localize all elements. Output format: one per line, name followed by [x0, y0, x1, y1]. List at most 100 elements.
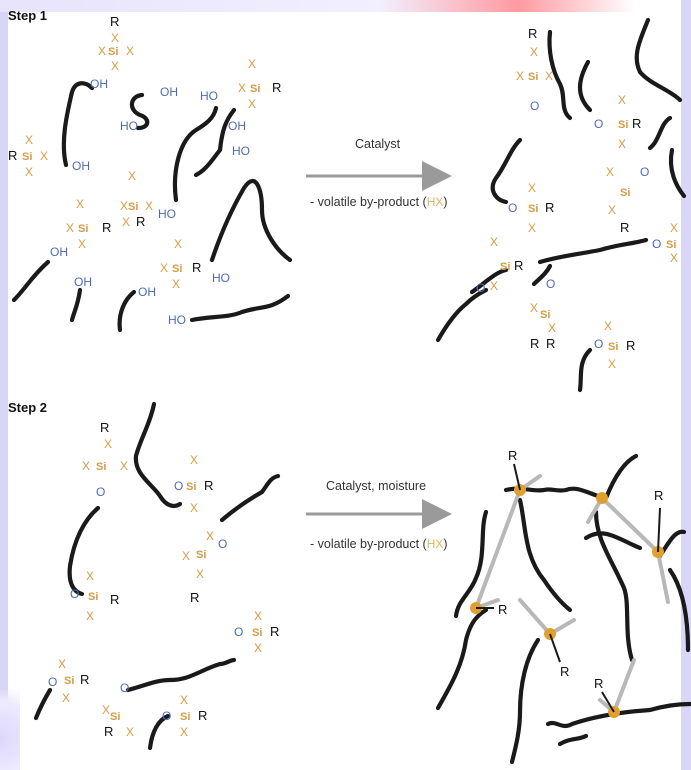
svg-text:X: X [86, 569, 94, 583]
svg-text:X: X [490, 235, 498, 249]
svg-text:X: X [111, 31, 119, 45]
svg-text:R: R [198, 708, 207, 723]
svg-text:R: R [530, 336, 539, 351]
svg-text:X: X [172, 277, 180, 291]
svg-text:Si: Si [252, 627, 262, 639]
svg-text:X: X [528, 221, 536, 235]
svg-text:X: X [120, 199, 128, 213]
svg-text:X: X [490, 279, 498, 293]
step2-crosslinks [476, 476, 668, 712]
svg-text:Si: Si [528, 71, 538, 83]
svg-text:X: X [86, 609, 94, 623]
svg-text:Si: Si [128, 201, 138, 213]
hydroxyl-label: OH [90, 77, 108, 91]
svg-text:X: X [238, 81, 246, 95]
svg-text:R: R [204, 478, 213, 493]
hydroxyl-label: OH [50, 245, 68, 259]
silane-molecule: R Si X X X [8, 133, 48, 179]
svg-text:Si: Si [186, 481, 196, 493]
svg-text:X: X [670, 251, 678, 265]
step2-byproduct-label: - volatile by-product (HX) [310, 537, 448, 551]
svg-text:X: X [40, 149, 48, 163]
svg-text:Si: Si [64, 675, 74, 687]
svg-text:X: X [528, 181, 536, 195]
svg-text:X: X [530, 45, 538, 59]
svg-text:X: X [182, 549, 190, 563]
svg-text:Si: Si [620, 187, 630, 199]
svg-text:R: R [80, 672, 89, 687]
svg-text:X: X [190, 453, 198, 467]
svg-text:X: X [545, 69, 553, 83]
svg-text:Si: Si [172, 263, 182, 275]
svg-text:Si: Si [666, 239, 676, 251]
svg-text:X: X [254, 641, 262, 655]
silane-molecule: R X Si X X X [98, 14, 134, 73]
hydroxyl-label: HO [168, 313, 186, 327]
svg-text:R: R [546, 336, 555, 351]
svg-text:Si: Si [88, 591, 98, 603]
silane-molecule: X X Si R X [160, 237, 201, 291]
svg-text:X: X [606, 165, 614, 179]
step2-panel: Step 2 R X X Si X O X O Si R X X O Si X … [8, 400, 690, 762]
svg-text:O: O [162, 709, 171, 723]
svg-text:R: R [8, 148, 17, 163]
svg-text:X: X [82, 459, 90, 473]
svg-text:O: O [594, 337, 603, 351]
svg-text:X: X [122, 215, 130, 229]
svg-text:O: O [530, 99, 539, 113]
svg-text:X: X [618, 137, 626, 151]
svg-text:X: X [128, 169, 136, 183]
svg-text:X: X [254, 609, 262, 623]
svg-text:X: X [120, 459, 128, 473]
svg-text:R: R [514, 258, 523, 273]
svg-text:Si: Si [540, 309, 550, 321]
silane-molecule: X X Si X X R [120, 169, 153, 229]
svg-text:R: R [104, 724, 113, 739]
svg-text:X: X [196, 567, 204, 581]
svg-text:X: X [66, 221, 74, 235]
step1-reaction-label: Catalyst [355, 137, 401, 151]
svg-text:R: R [102, 220, 111, 235]
svg-text:Si: Si [180, 711, 190, 723]
svg-text:X: X [248, 97, 256, 111]
svg-text:X: X [25, 133, 33, 147]
svg-text:X: X [516, 69, 524, 83]
hydroxyl-label: OH [138, 285, 156, 299]
svg-text:O: O [218, 537, 227, 551]
svg-text:R: R [508, 448, 517, 463]
svg-text:X: X [608, 203, 616, 217]
svg-text:Si: Si [500, 261, 510, 273]
svg-text:O: O [508, 201, 517, 215]
svg-text:X: X [98, 44, 106, 58]
step2-arrow: Catalyst, moisture - volatile by-product… [306, 479, 448, 551]
svg-text:Si: Si [78, 223, 88, 235]
svg-text:R: R [270, 624, 279, 639]
svg-text:X: X [160, 261, 168, 275]
hydroxyl-label: OH [228, 119, 246, 133]
svg-text:X: X [604, 319, 612, 333]
svg-text:R: R [626, 338, 635, 353]
step1-arrow: Catalyst - volatile by-product (HX) [306, 137, 448, 209]
svg-text:Si: Si [108, 46, 118, 58]
svg-text:Si: Si [22, 151, 32, 163]
silane-molecule: X X Si R X [66, 197, 111, 251]
svg-text:R: R [545, 200, 554, 215]
hydroxyl-label: HO [212, 271, 230, 285]
svg-text:R: R [110, 14, 119, 29]
svg-text:O: O [234, 625, 243, 639]
hydroxyl-label: HO [200, 89, 218, 103]
svg-text:X: X [58, 657, 66, 671]
hydroxyl-label: OH [74, 275, 92, 289]
svg-text:X: X [548, 321, 556, 335]
svg-text:O: O [48, 675, 57, 689]
svg-text:Si: Si [110, 711, 120, 723]
svg-text:Si: Si [196, 549, 206, 561]
step1-product-chains [438, 20, 684, 390]
svg-text:O: O [640, 165, 649, 179]
svg-text:O: O [546, 277, 555, 291]
svg-text:Si: Si [528, 203, 538, 215]
step2-reactant-silanes: R X X Si X O X O Si R X X O Si X X R O X… [48, 420, 279, 739]
svg-text:X: X [618, 93, 626, 107]
svg-text:X: X [530, 301, 538, 315]
svg-text:R: R [498, 602, 507, 617]
